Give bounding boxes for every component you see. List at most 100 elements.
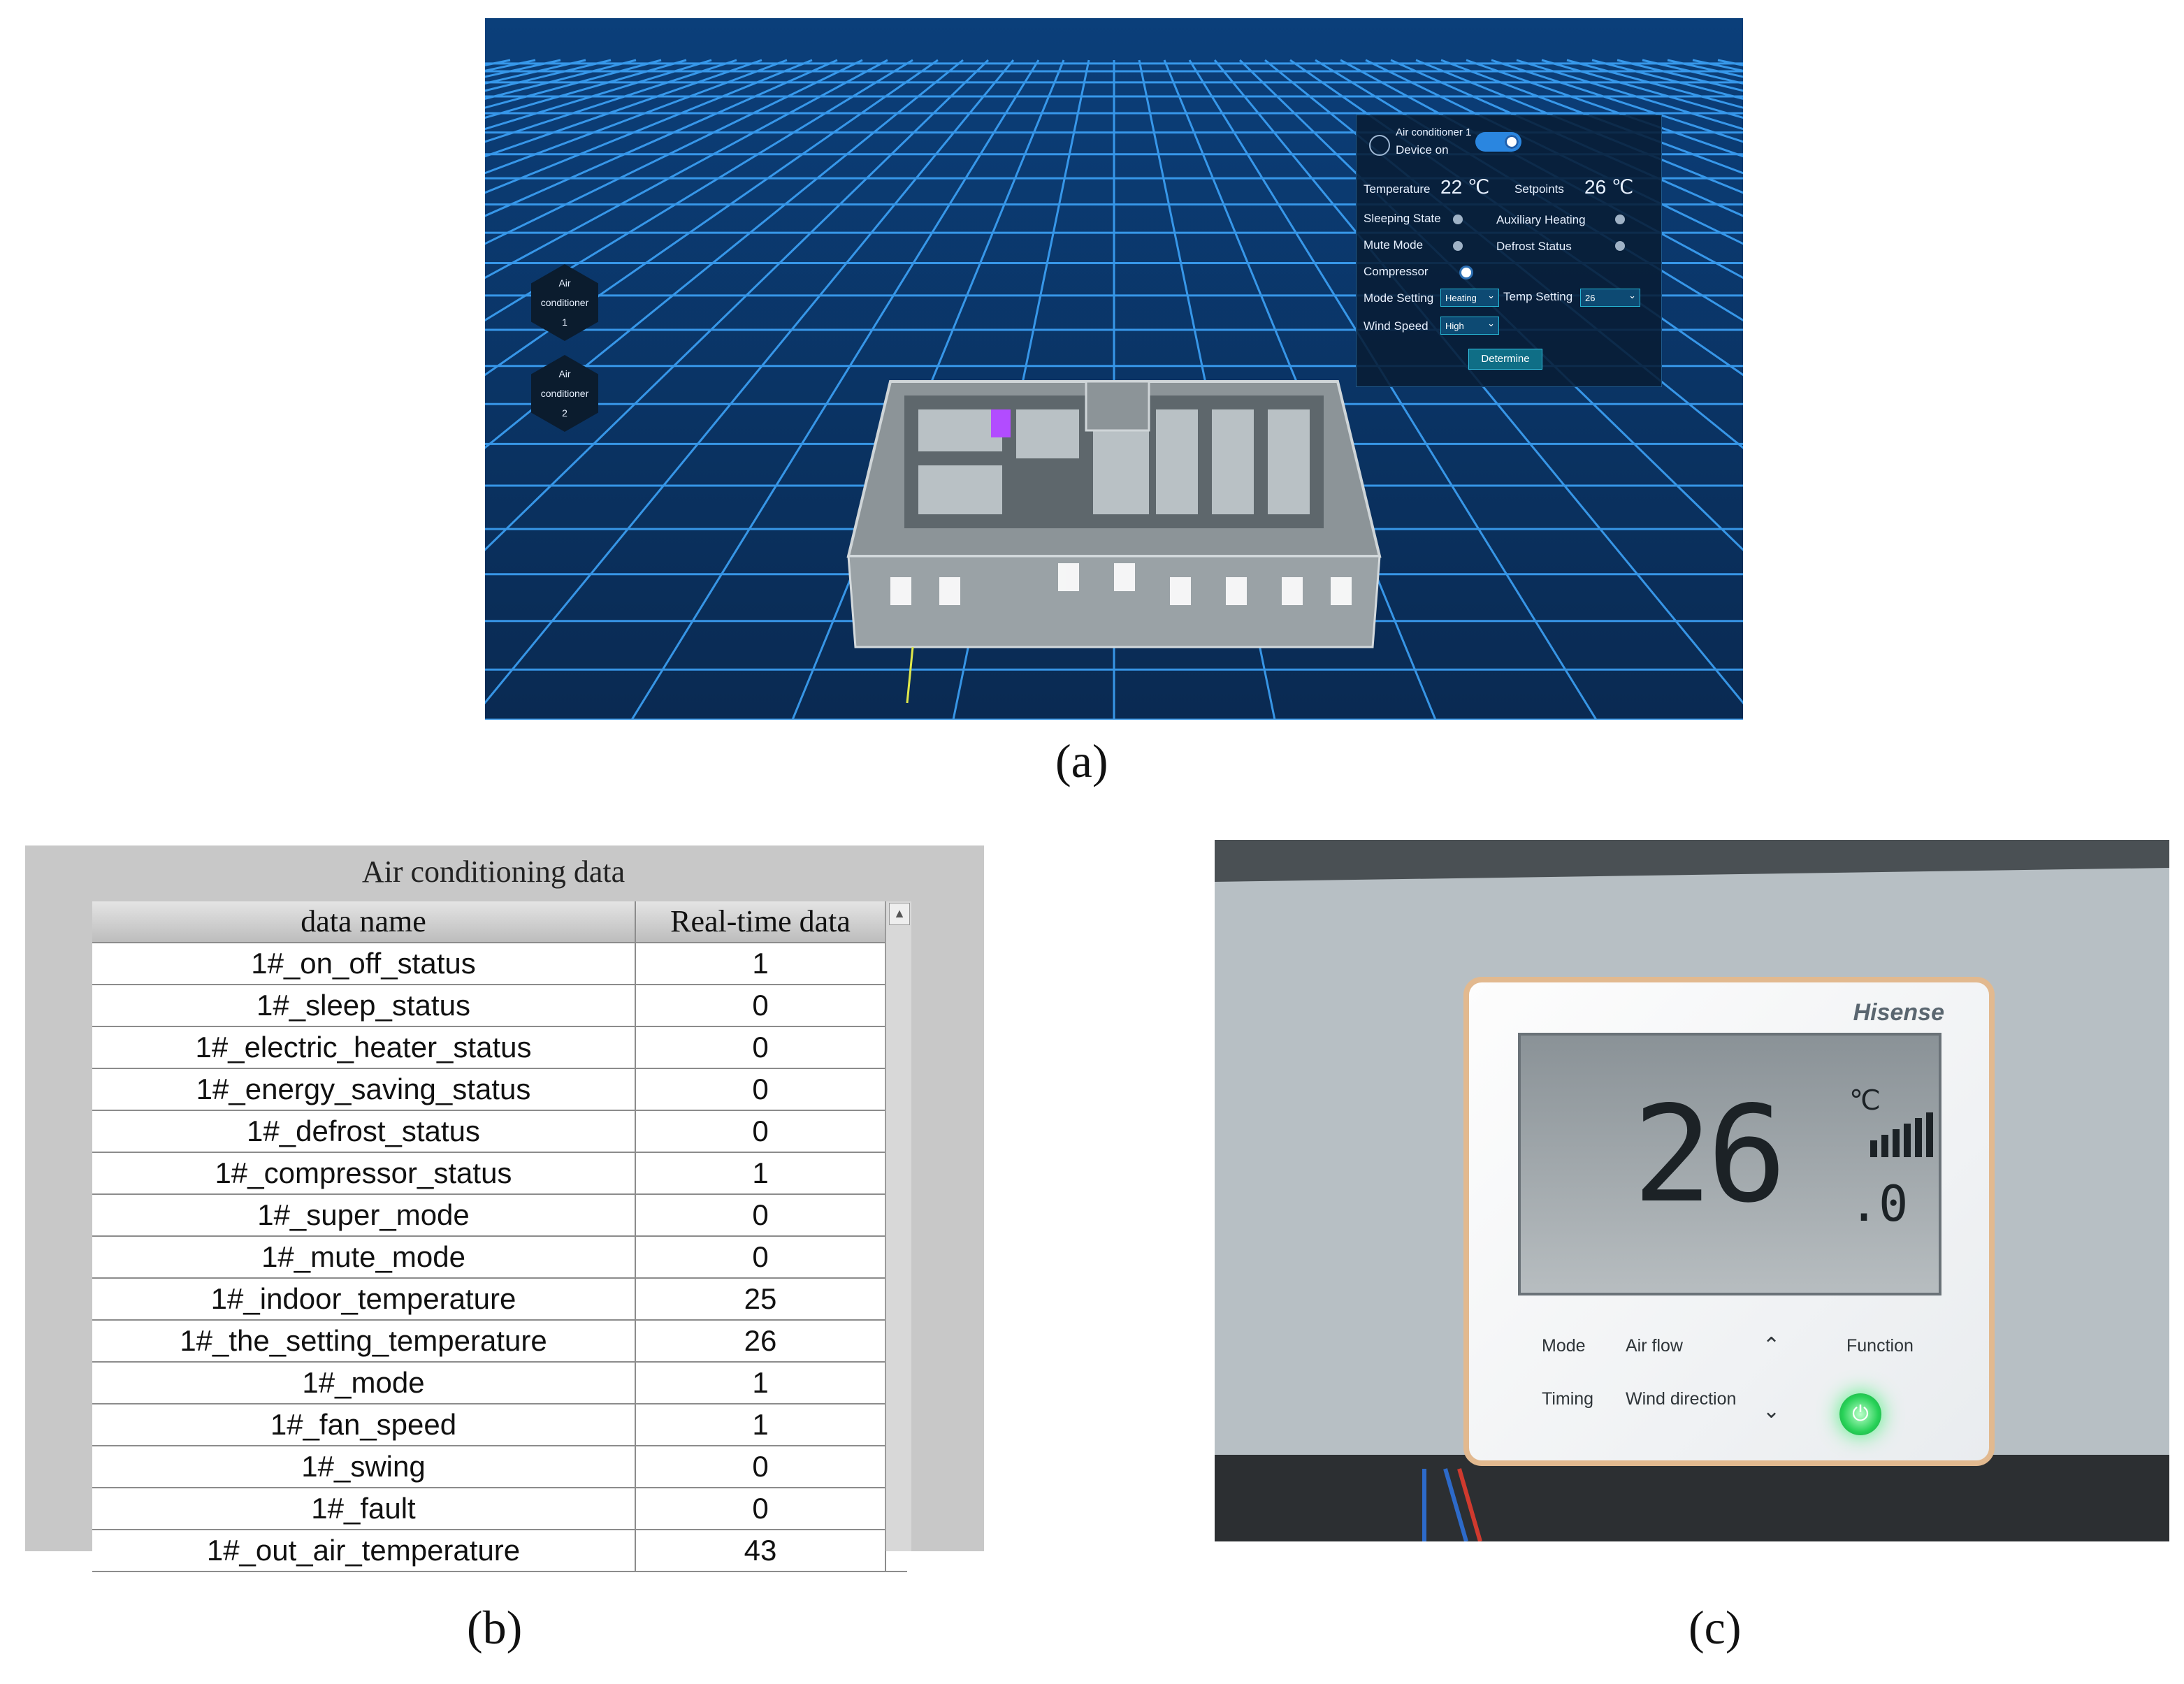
defrost-status-toggle[interactable] (1615, 241, 1625, 251)
real-time-value-cell: 1 (636, 943, 886, 984)
air-flow-button[interactable]: Air flow (1626, 1336, 1683, 1356)
real-time-value-cell: 0 (636, 1195, 886, 1235)
lcd-unit: ℃ (1849, 1085, 1881, 1116)
setpoints-value: 26 ℃ (1584, 176, 1634, 198)
auxiliary-heating-label: Auxiliary Heating (1496, 213, 1586, 226)
data-name-cell: 1#_electric_heater_status (92, 1027, 636, 1068)
real-time-value-cell: 1 (636, 1363, 886, 1403)
device-power-toggle[interactable] (1475, 132, 1521, 152)
temperature-label: Temperature (1364, 182, 1431, 196)
wind-speed-label: Wind Speed (1364, 319, 1429, 333)
data-name-cell: 1#_defrost_status (92, 1111, 636, 1152)
grid-line (485, 59, 863, 245)
grid-line (485, 59, 888, 280)
defrost-status-label: Defrost Status (1496, 240, 1572, 253)
air-conditioner-icon (1369, 135, 1390, 156)
hex-button-label: Air conditioner 1 (540, 277, 589, 328)
real-time-value-cell: 0 (636, 1488, 886, 1529)
real-time-value-cell: 0 (636, 1446, 886, 1487)
compressor-label: Compressor (1364, 265, 1429, 278)
sleeping-state-toggle[interactable] (1453, 215, 1463, 224)
determine-button[interactable]: Determine (1468, 349, 1542, 370)
data-name-cell: 1#_mode (92, 1363, 636, 1403)
real-time-value-cell: 0 (636, 1069, 886, 1110)
real-time-value-cell: 0 (636, 1237, 886, 1277)
grid-line (485, 59, 939, 377)
grid-line (485, 59, 913, 322)
mute-mode-label: Mute Mode (1364, 238, 1424, 252)
grid-line (1188, 59, 1598, 720)
grid-line (485, 59, 838, 217)
table-header-row: data name Real-time data (92, 901, 907, 943)
device-name: Air conditioner 1 (1396, 126, 1472, 138)
real-time-value-cell: 1 (636, 1404, 886, 1445)
mode-button[interactable]: Mode (1542, 1336, 1586, 1356)
setpoints-label: Setpoints (1514, 182, 1564, 196)
grid-line (1238, 59, 1743, 551)
thermostat-photo: Hisense 26 .0 ℃ Mode Air flow ⌃ Function… (1215, 840, 2169, 1541)
lcd-display: 26 .0 ℃ (1518, 1033, 1941, 1295)
lcd-temperature: 26 (1633, 1077, 1787, 1232)
real-time-value-cell: 25 (636, 1279, 886, 1319)
grid-line (1415, 59, 1743, 194)
compressor-toggle[interactable] (1461, 268, 1471, 277)
caption-a: (a) (1055, 734, 1108, 787)
device-state: Device on (1396, 143, 1449, 157)
data-table: data name Real-time data 1#_on_off_statu… (92, 901, 907, 1572)
mode-setting-label: Mode Setting (1364, 291, 1434, 305)
column-header-real-time-data: Real-time data (636, 901, 886, 942)
building-model (846, 380, 1382, 704)
thermostat-device: Hisense 26 .0 ℃ Mode Air flow ⌃ Function… (1463, 977, 1995, 1466)
mode-setting-select[interactable]: Heating (1440, 286, 1499, 307)
temp-setting-select[interactable]: 26 (1580, 286, 1640, 307)
data-name-cell: 1#_the_setting_temperature (92, 1321, 636, 1361)
timing-button[interactable]: Timing (1542, 1389, 1594, 1409)
data-name-cell: 1#_swing (92, 1446, 636, 1487)
power-icon: ⏻ (1852, 1402, 1869, 1425)
grid-line (1213, 59, 1743, 705)
lcd-temperature-decimal: .0 (1849, 1175, 1909, 1233)
data-name-cell: 1#_sleep_status (92, 985, 636, 1026)
chevron-down-icon[interactable]: ⌄ (1763, 1400, 1781, 1423)
grid-line (485, 59, 990, 551)
power-button[interactable]: ⏻ (1839, 1393, 1881, 1435)
auxiliary-heating-toggle[interactable] (1615, 215, 1625, 224)
fan-level-bars-icon (1870, 1112, 1933, 1157)
real-time-value-cell: 0 (636, 985, 886, 1026)
data-name-cell: 1#_out_air_temperature (92, 1530, 636, 1571)
data-name-cell: 1#_on_off_status (92, 943, 636, 984)
real-time-value-cell: 1 (636, 1153, 886, 1193)
caption-b: (b) (467, 1601, 523, 1654)
hex-button-air-conditioner-1[interactable]: Air conditioner 1 (531, 264, 598, 341)
data-name-cell: 1#_compressor_status (92, 1153, 636, 1193)
scroll-up-arrow-icon[interactable]: ▲ (889, 903, 910, 925)
column-header-data-name: data name (92, 901, 636, 942)
wind-direction-button[interactable]: Wind direction (1626, 1389, 1737, 1409)
grid-line (485, 59, 1015, 705)
data-name-cell: 1#_fan_speed (92, 1404, 636, 1445)
data-name-cell: 1#_energy_saving_status (92, 1069, 636, 1110)
wind-speed-select[interactable]: High (1440, 314, 1499, 335)
function-button[interactable]: Function (1846, 1336, 1914, 1356)
hex-button-label: Air conditioner 2 (540, 368, 589, 419)
brand-logo: Hisense (1853, 999, 1944, 1026)
mute-mode-toggle[interactable] (1453, 241, 1463, 251)
table-title: Air conditioning data (361, 855, 625, 889)
real-time-value-cell: 0 (636, 1111, 886, 1152)
caption-c: (c) (1688, 1601, 1742, 1654)
data-name-cell: 1#_fault (92, 1488, 636, 1529)
chevron-up-icon[interactable]: ⌃ (1763, 1334, 1781, 1357)
air-conditioner-control-panel: Air conditioner 1 Device on Temperature … (1356, 115, 1662, 387)
vertical-scrollbar[interactable]: ▲ (885, 901, 911, 1551)
